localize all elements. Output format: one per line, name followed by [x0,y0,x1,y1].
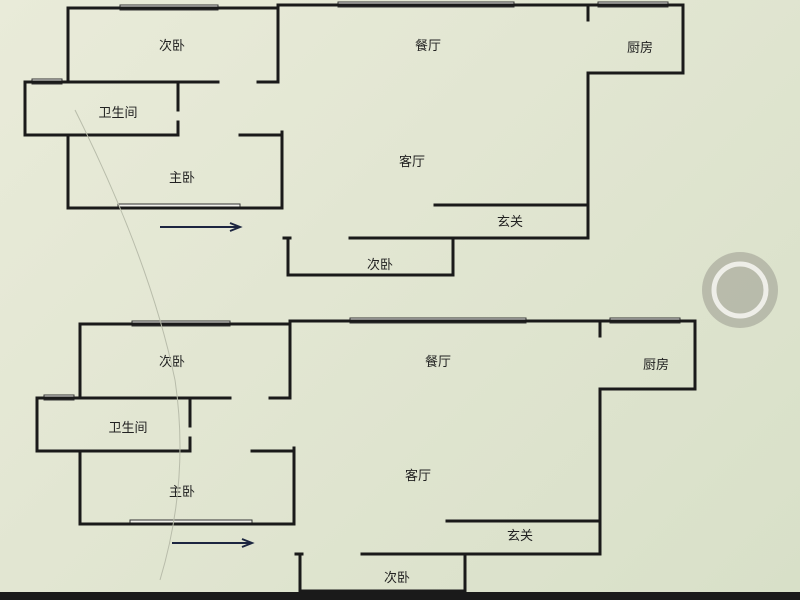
room-label-entrance: 玄关 [497,215,523,230]
room-label-dining: 餐厅 [415,38,441,54]
floor-plan-top: 次卧 餐厅 厨房 卫生间 主卧 客厅 玄关 次卧 [23,0,685,277]
room-label-bathroom: 卫生间 [98,106,137,121]
room-label-kitchen: 厨房 [627,40,653,56]
room-label-second-bedroom: 次卧 [159,354,185,370]
screen-crack [74,109,181,581]
room-label-dining: 餐厅 [425,354,451,370]
room-label-second-bedroom: 次卧 [159,38,185,54]
floor-plan-bottom: 次卧 餐厅 厨房 卫生间 主卧 客厅 玄关 次卧 [35,316,697,593]
room-label-kitchen: 厨房 [643,357,669,373]
room-label-bathroom: 卫生间 [108,421,147,436]
room-label-master-bedroom: 主卧 [169,171,195,186]
room-label-second-bedroom-small: 次卧 [384,570,410,586]
room-label-second-bedroom-small: 次卧 [367,257,393,273]
room-label-entrance: 玄关 [507,529,533,544]
room-label-living: 客厅 [405,468,431,484]
room-label-living: 客厅 [399,154,425,170]
screen-bottom-edge [0,592,800,600]
floating-assistive-button[interactable] [702,252,778,328]
room-label-master-bedroom: 主卧 [169,485,195,500]
